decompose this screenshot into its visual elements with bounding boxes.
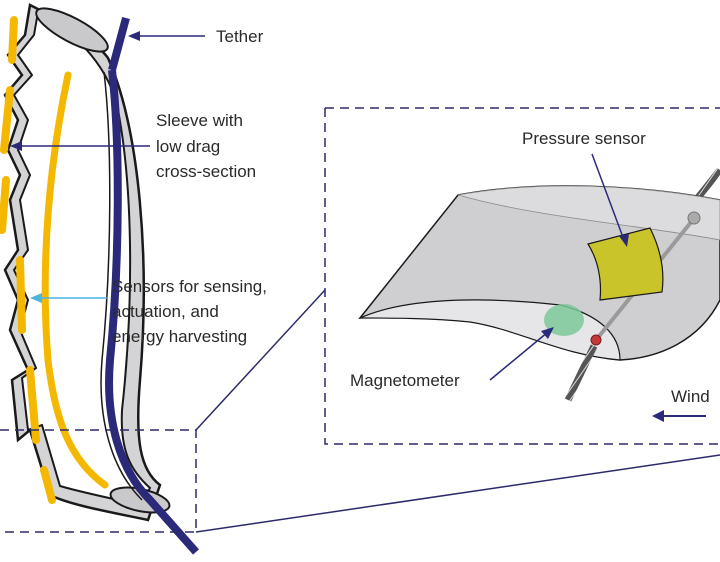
sensors-arrowhead [30,293,42,303]
sleeve-top-cap [35,7,109,53]
sensor-strip-outer [0,16,56,504]
sensors-label-line1: Sensors for sensing, [112,277,267,296]
magnetometer-blob [544,304,584,336]
pressure-arrowhead [619,234,629,247]
wind-arrowhead [652,410,664,422]
left-leaders [10,31,205,303]
rod-end-top [687,211,701,225]
airfoil-detail [358,167,720,402]
magnetometer-label: Magnetometer [350,371,460,390]
tether-label: Tether [216,27,264,46]
tether-inside [105,69,199,555]
zoom-connector-bottom [195,454,720,533]
small-dashed-box [0,429,197,533]
wind-label: Wind [671,387,710,406]
sleeve-label-line2: low drag [156,137,220,156]
sleeve-arrowhead [10,141,22,151]
pressure-arrow [591,153,625,241]
tether-joint [590,334,602,346]
tether-arrowhead [128,31,140,41]
pressure-sensor-label: Pressure sensor [522,129,646,148]
braided-tether-bottom [564,344,598,402]
sleeve-assembly [0,3,199,555]
tether-line [108,16,130,72]
sensors-label-line3: energy harvesting [112,327,247,346]
magnetometer-arrow [489,331,549,381]
large-dashed-box [324,107,720,445]
airfoil-top-face [457,185,720,241]
sensor-strip-inner [41,71,109,489]
right-leaders [489,153,706,422]
sleeve-label-line3: cross-section [156,162,256,181]
sleeve-label-line1: Sleeve with [156,111,243,130]
sleeve-inner-edge [100,71,143,501]
zoom-indicator [0,107,720,533]
braided-tether-top [693,167,720,203]
zoom-connector-top [195,289,326,431]
sensors-label-line2: actuation, and [112,302,219,321]
magnetometer-arrowhead [541,327,554,339]
pressure-sensor-pad [587,227,664,301]
